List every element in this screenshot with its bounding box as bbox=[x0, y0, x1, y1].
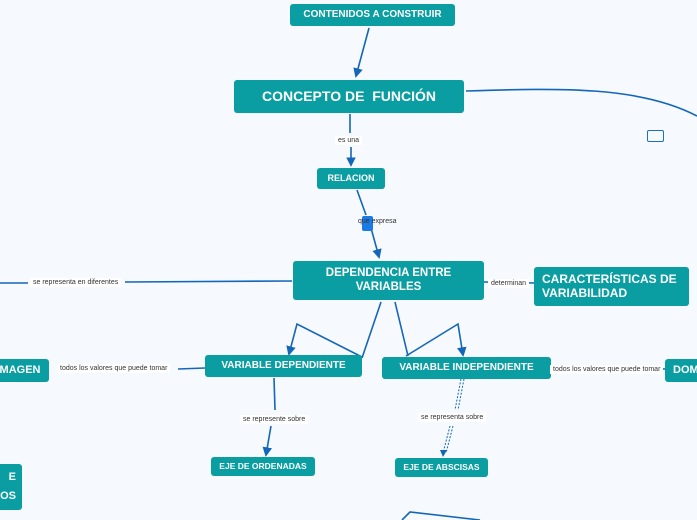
node-caracteristicas-label: CARACTERÍSTICAS DE VARIABILIDAD bbox=[542, 271, 677, 300]
edge-vardep-label bbox=[273, 377, 276, 411]
node-eje-de-ordenadas[interactable]: EJE DE ORDENADAS bbox=[211, 457, 315, 476]
node-dominio-label: DOM bbox=[673, 364, 697, 377]
node-dependencia-entre-variables[interactable]: DEPENDENCIA ENTRE VARIABLES bbox=[293, 261, 484, 300]
edge-contenidos-concepto bbox=[353, 27, 370, 78]
edge-concepto-right bbox=[465, 88, 697, 117]
node-concepto-label: CONCEPTO DE FUNCIÓN bbox=[262, 88, 436, 105]
node-var-dependiente-label: VARIABLE DEPENDIENTE bbox=[221, 360, 346, 372]
edge-label-es-una: es una bbox=[335, 136, 363, 145]
edge-label-todos-valores-left: todos los valores que puede tomar bbox=[57, 364, 171, 373]
node-concepto-de-funcion[interactable]: CONCEPTO DE FUNCIÓN bbox=[234, 80, 464, 113]
edge-dep-varind bbox=[394, 301, 409, 357]
node-relacion-label: RELACION bbox=[327, 173, 375, 184]
node-partial-left[interactable]: E OS bbox=[0, 464, 22, 510]
node-dependencia-label: DEPENDENCIA ENTRE VARIABLES bbox=[325, 267, 452, 293]
node-eje-de-abscisas[interactable]: EJE DE ABSCISAS bbox=[395, 458, 488, 477]
edge-label-se-representa-diferentes: se representa en diferentes bbox=[30, 278, 122, 287]
node-dominio[interactable]: DOM bbox=[665, 359, 697, 382]
edge-varind-label-a bbox=[454, 378, 462, 411]
node-partial-left-line1: E bbox=[8, 471, 16, 484]
edge-label-se-represente-sobre: se represente sobre bbox=[240, 415, 309, 424]
node-variable-dependiente[interactable]: VARIABLE DEPENDIENTE bbox=[205, 355, 362, 377]
node-eje-ordenadas-label: EJE DE ORDENADAS bbox=[219, 460, 307, 471]
node-imagen-label: IMAGEN bbox=[0, 364, 41, 377]
edge-dependencia-left bbox=[124, 280, 293, 283]
edge-relacion-dependencia-a bbox=[356, 189, 367, 216]
edge-relacion-dependencia-b bbox=[370, 227, 382, 259]
edge-dep-vardep-tail bbox=[286, 322, 363, 358]
node-eje-abscisas-label: EJE DE ABSCISAS bbox=[403, 461, 480, 472]
node-var-independiente-label: VARIABLE INDEPENDIENTE bbox=[399, 362, 534, 374]
collapsed-topic-box[interactable] bbox=[647, 130, 664, 142]
node-variable-independiente[interactable]: VARIABLE INDEPENDIENTE bbox=[382, 357, 551, 379]
edge-vardep-imagen bbox=[177, 367, 206, 370]
edge-dep-vardep bbox=[361, 301, 382, 359]
node-relacion[interactable]: RELACION bbox=[317, 168, 385, 189]
node-contenidos-a-construir[interactable]: CONTENIDOS A CONSTRUIR bbox=[290, 4, 455, 26]
edge-label-se-representa-sobre: se representa sobre bbox=[418, 413, 487, 422]
edge-label-ordenadas bbox=[262, 425, 273, 457]
edge-dep-varind-tail bbox=[405, 322, 467, 357]
node-imagen[interactable]: IMAGEN bbox=[0, 359, 49, 382]
edge-label-abscisas-b bbox=[445, 425, 454, 454]
edge-label-todos-valores-right: todos los valores que puede tomar bbox=[550, 365, 664, 374]
node-contenidos-label: CONTENIDOS A CONSTRUIR bbox=[303, 9, 442, 21]
arrowhead-abscisas bbox=[440, 450, 447, 457]
edge-label-que-expresa: que expresa bbox=[358, 218, 397, 225]
edge-varind-label-b bbox=[457, 378, 465, 411]
drag-handle[interactable] bbox=[362, 216, 373, 231]
node-partial-left-line2: OS bbox=[0, 490, 16, 503]
edge-label-determinan: determinan bbox=[488, 279, 530, 288]
node-caracteristicas-de-variabilidad[interactable]: CARACTERÍSTICAS DE VARIABILIDAD bbox=[534, 267, 689, 306]
edge-label-abscisas-a bbox=[442, 425, 451, 454]
edge-bottom-partial bbox=[401, 511, 481, 520]
